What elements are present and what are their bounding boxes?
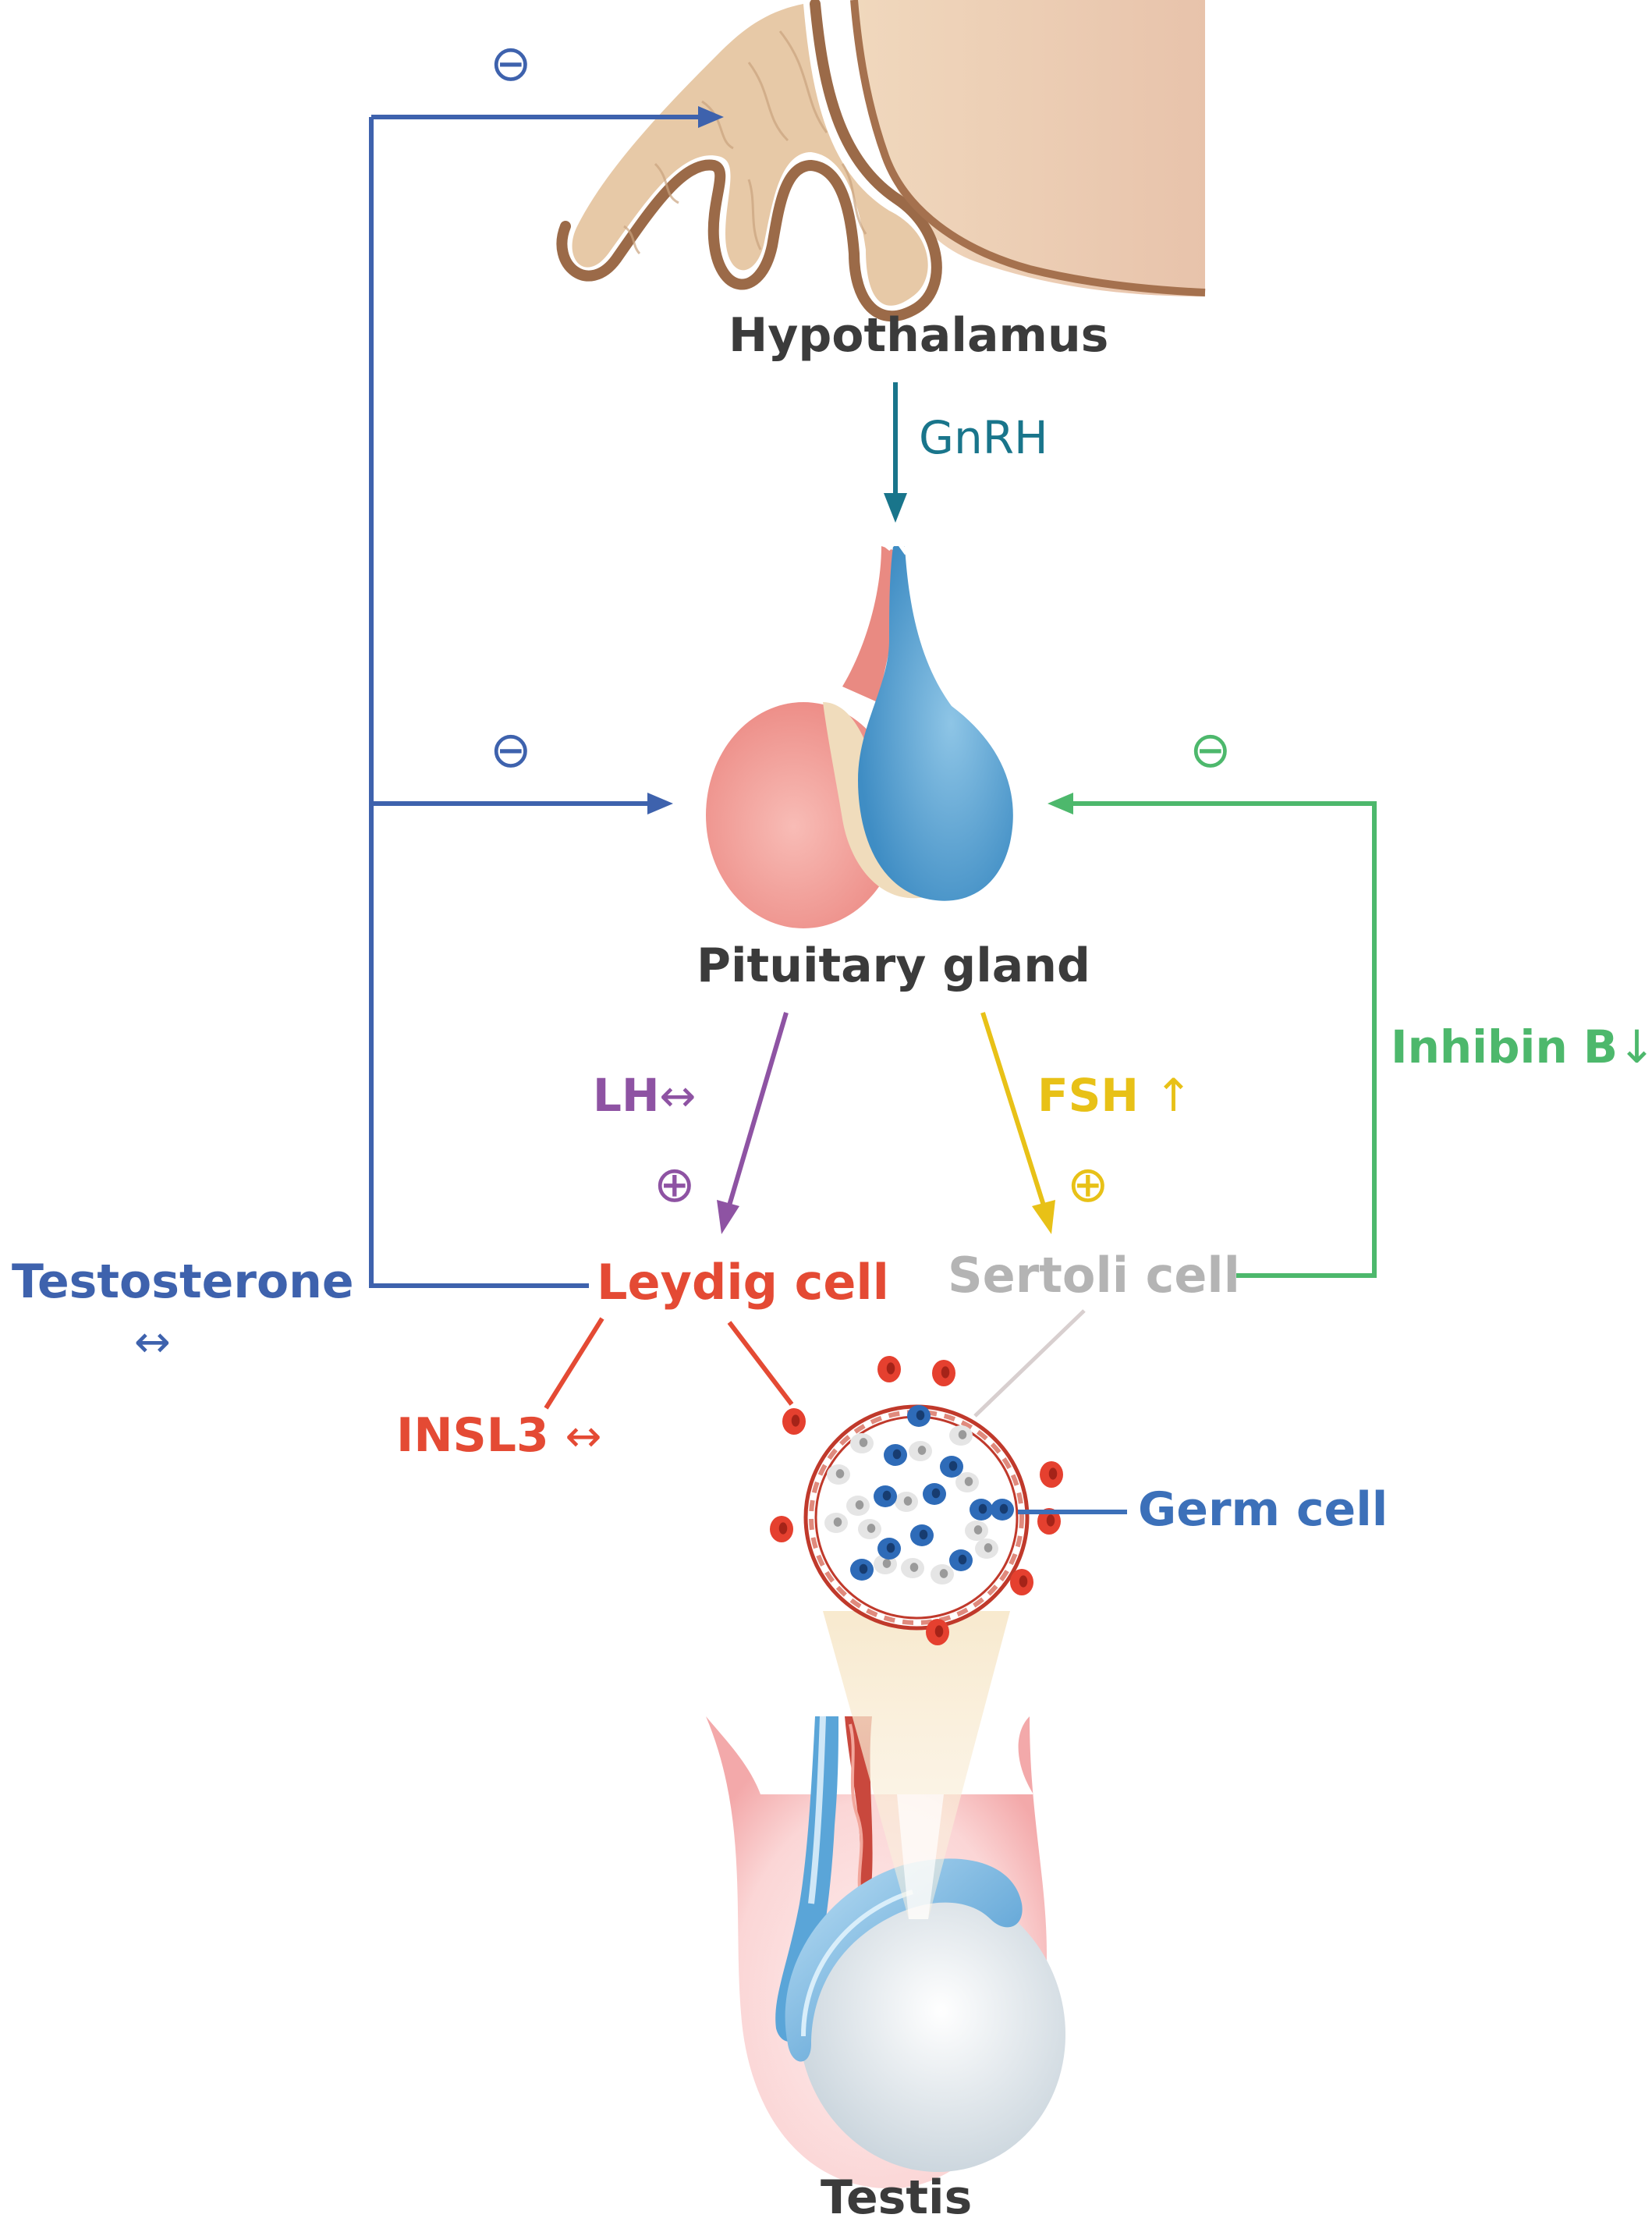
germ-cell-dot-nucleus	[948, 1460, 958, 1471]
germ-cell-dot-nucleus	[958, 1554, 967, 1565]
inhibin-b-label: Inhibin B↓	[1391, 1020, 1652, 1073]
leydig-cell-dot-nucleus	[941, 1366, 950, 1379]
inhibin-pituitary-minus-icon: ⊖	[1189, 722, 1232, 779]
insl3-label: INSL3 ↔	[396, 1408, 602, 1463]
inhibin-arrowhead	[1048, 793, 1073, 814]
germ-cell-dot-nucleus	[919, 1529, 928, 1540]
testosterone-pituitary-minus-icon: ⊖	[490, 722, 532, 779]
sertoli-pointer-line	[973, 1309, 1086, 1418]
lh-unchanged-icon: ↔	[659, 1071, 697, 1122]
magnification-cone-glow	[897, 1794, 944, 1919]
testosterone-unchanged-icon: ↔	[134, 1317, 171, 1368]
leydig-tubule-line	[727, 1321, 794, 1406]
leydig-insl3-line	[544, 1317, 604, 1410]
lh-arrow-shaft	[727, 1012, 789, 1206]
sertoli-cell-dot-nucleus	[882, 1559, 892, 1568]
insl3-text: INSL3	[396, 1408, 549, 1463]
sertoli-cell-dot-nucleus	[855, 1500, 864, 1510]
leydig-cell-dot-nucleus	[1019, 1575, 1028, 1588]
germ-cell-dot-nucleus	[886, 1542, 895, 1553]
fsh-increase-icon: ↑	[1154, 1069, 1193, 1122]
sertoli-cell-dot-nucleus	[917, 1446, 927, 1455]
sertoli-cell-dot-nucleus	[964, 1477, 973, 1486]
sertoli-cell-dot-nucleus	[867, 1524, 876, 1533]
leydig-cell-dot-nucleus	[886, 1362, 895, 1375]
inhibin-decrease-icon: ↓	[1618, 1020, 1652, 1073]
gnrh-label: GnRH	[919, 411, 1048, 464]
germ-cell-dot-nucleus	[931, 1488, 941, 1499]
fsh-plus-icon: ⊕	[1067, 1156, 1109, 1214]
fsh-text: FSH	[1037, 1069, 1139, 1122]
sertoli-cell-dot-nucleus	[909, 1563, 919, 1572]
germ-cell-dot-nucleus	[999, 1503, 1009, 1514]
sertoli-cell-dot-nucleus	[833, 1517, 842, 1527]
sertoli-cell-label: Sertoli cell	[948, 1247, 1240, 1304]
sertoli-cell-dot-nucleus	[958, 1430, 967, 1439]
insl3-unchanged-icon: ↔	[565, 1411, 602, 1462]
inhibin-feedback-line	[1072, 801, 1377, 1278]
sertoli-cell-dot-nucleus	[859, 1438, 868, 1447]
testis-label: Testis	[821, 2170, 973, 2225]
testis-illustration	[706, 1716, 1066, 2189]
hypothalamus-label: Hypothalamus	[729, 308, 1109, 363]
testosterone-label: Testosterone	[12, 1254, 354, 1309]
gnrh-arrowhead	[884, 493, 907, 523]
germ-cell-dot-nucleus	[859, 1563, 868, 1574]
germ-cell-dot-nucleus	[882, 1490, 892, 1501]
leydig-cell-dot-nucleus	[1048, 1467, 1058, 1480]
sertoli-cell-dot-nucleus	[903, 1496, 913, 1506]
pituitary-label: Pituitary gland	[697, 939, 1090, 993]
leydig-cell-label: Leydig cell	[597, 1254, 889, 1311]
magnification-cone	[823, 1611, 1010, 1919]
sertoli-cell-dot-nucleus	[835, 1469, 845, 1478]
lh-label: LH↔	[593, 1069, 696, 1122]
pituitary-illustration	[706, 536, 1013, 928]
leydig-cell-dot-nucleus	[791, 1414, 800, 1427]
germ-cell-dot-nucleus	[892, 1449, 902, 1460]
testosterone-hypothalamus-minus-icon: ⊖	[490, 35, 532, 93]
arrowhead-to-pituitary	[647, 793, 673, 814]
germ-cell-text: Germ cell	[1138, 1482, 1388, 1537]
hypothalamus-illustration	[556, 0, 1206, 322]
germ-cell-dot-nucleus	[916, 1410, 925, 1421]
leydig-cell-dot-nucleus	[1046, 1514, 1055, 1527]
lh-plus-icon: ⊕	[654, 1156, 696, 1214]
inhibin-b-text: Inhibin B	[1391, 1020, 1618, 1073]
leydig-cell-dot-nucleus	[778, 1522, 788, 1535]
lh-text: LH	[593, 1069, 660, 1122]
leydig-cell-dot-nucleus	[934, 1625, 944, 1638]
sertoli-cell-dot-nucleus	[973, 1525, 983, 1535]
germ-pointer-line	[1018, 1510, 1127, 1515]
seminiferous-tubule	[770, 1356, 1063, 1645]
fsh-arrowhead	[1032, 1200, 1055, 1234]
testosterone-feedback-lines	[369, 115, 702, 1288]
fsh-arrow-shaft	[980, 1012, 1046, 1206]
arrowhead-to-hypothalamus	[698, 106, 724, 128]
germ-cell-label: Germ cell	[1018, 1482, 1388, 1537]
sertoli-cell-dot-nucleus	[984, 1543, 993, 1553]
sertoli-cell-dot-nucleus	[939, 1569, 948, 1578]
germ-cell-dot-nucleus	[978, 1503, 987, 1514]
fsh-label: FSH ↑	[1037, 1069, 1193, 1122]
lh-arrowhead	[717, 1200, 739, 1234]
